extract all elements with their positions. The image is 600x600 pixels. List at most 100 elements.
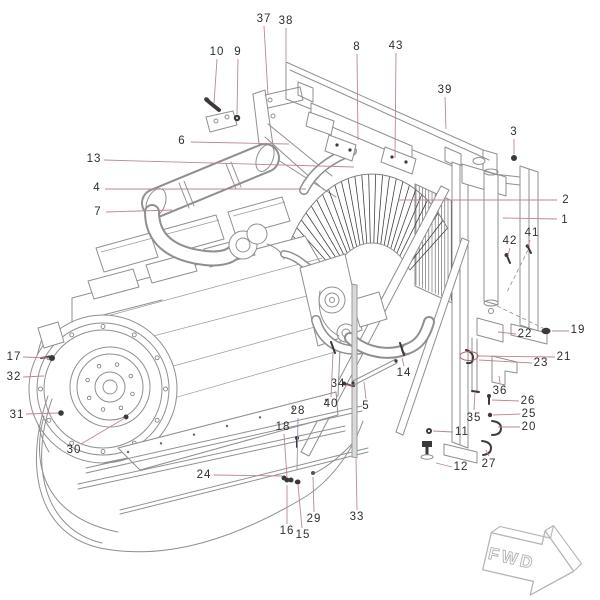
flywheel-housing	[28, 299, 183, 464]
callout-20-label: 20	[522, 421, 537, 433]
fwd-arrow-3d-edge	[490, 524, 583, 572]
control-cables	[36, 395, 364, 553]
pan-bolts	[126, 398, 328, 454]
callout-35-label: 35	[467, 412, 482, 424]
callout-26-label: 26	[521, 395, 536, 407]
callout-19-label: 19	[571, 324, 586, 336]
callout-3-label: 3	[510, 126, 517, 138]
callout-17-label: 17	[7, 351, 22, 363]
bolt-17-icon	[49, 355, 55, 361]
callout-43-leader	[394, 52, 397, 159]
callout-21-label: 21	[557, 351, 572, 363]
callout-43-label: 43	[389, 40, 404, 52]
callout-26-leader	[491, 399, 520, 402]
callout-5-leader	[363, 381, 367, 400]
callout-11-leader	[432, 430, 454, 433]
callout-41-leader	[527, 239, 531, 247]
radiator-frame	[443, 157, 548, 464]
callout-27-leader	[485, 449, 490, 457]
nut-3-icon	[511, 155, 517, 161]
callout-18-leader	[283, 433, 288, 478]
callout-1-label: 1	[561, 214, 568, 226]
bolt-10-icon	[207, 100, 221, 112]
callout-9-leader	[236, 58, 239, 115]
foot-bracket-36	[491, 355, 518, 386]
clamp-20-icon	[491, 420, 503, 436]
callout-30-leader	[80, 417, 126, 445]
callout-13-label: 13	[87, 153, 102, 165]
bolt-12-icon	[422, 441, 432, 447]
callout-42-label: 42	[503, 235, 518, 247]
tie-rod-33	[351, 283, 358, 459]
callout-8-label: 8	[353, 41, 360, 53]
callout-10-leader	[213, 58, 218, 104]
callout-37-label: 37	[257, 13, 272, 25]
charge-air-tube	[141, 143, 280, 218]
callout-24-label: 24	[197, 469, 212, 481]
top-frame-panel	[285, 61, 498, 185]
callout-2-label: 2	[562, 194, 569, 206]
callout-13-leader	[103, 159, 355, 168]
nut-19-icon	[541, 327, 551, 335]
callout-33-leader	[355, 458, 358, 511]
callout-29-leader	[312, 476, 315, 513]
callout-21-leader	[477, 355, 556, 358]
callout-16-label: 16	[280, 525, 295, 537]
fwd-direction-badge: FWD	[482, 524, 583, 596]
callout-29-label: 29	[307, 513, 322, 525]
nut-25-icon	[487, 412, 493, 418]
callout-5-label: 5	[362, 400, 369, 412]
callout-6-label: 6	[178, 135, 185, 147]
callout-30-label: 30	[67, 444, 82, 456]
callout-31-leader	[25, 412, 59, 415]
callout-22-label: 22	[518, 328, 533, 340]
rod-5	[351, 358, 398, 386]
callout-9-label: 9	[234, 46, 241, 58]
callout-42-leader	[507, 247, 511, 256]
intake-elbow-hose	[144, 204, 245, 267]
fitting-15-icon	[294, 479, 300, 485]
callout-1-leader	[502, 217, 558, 220]
callout-17-leader	[22, 356, 50, 359]
callout-11-label: 11	[455, 426, 469, 438]
bolt-42-icon	[506, 255, 511, 264]
callout-34-label: 34	[331, 378, 346, 390]
callout-37-leader	[263, 25, 269, 96]
callout-8-leader	[356, 53, 359, 141]
callout-25-label: 25	[522, 408, 537, 420]
callout-40-leader	[330, 352, 334, 398]
callout-22-leader	[497, 331, 517, 335]
callout-33-label: 33	[350, 511, 365, 523]
callout-18-label: 18	[276, 421, 291, 433]
screw-41-icon	[527, 246, 532, 254]
fwd-arrow-icon	[482, 530, 575, 596]
callout-38-label: 38	[279, 15, 294, 27]
surge-tank	[483, 170, 499, 306]
callout-24-leader	[213, 474, 283, 477]
callout-12-label: 12	[454, 461, 469, 473]
callout-27-label: 27	[482, 458, 497, 470]
callout-32-label: 32	[7, 371, 22, 383]
fitting-29-icon	[311, 471, 315, 475]
callout-35-leader	[473, 391, 476, 411]
callout-31-label: 31	[10, 409, 25, 421]
flywheel-bolts	[38, 324, 168, 454]
callout-23-label: 23	[534, 357, 549, 369]
callout-25-leader	[492, 413, 521, 416]
callout-15-leader	[297, 484, 303, 529]
callout-28-label: 28	[291, 405, 306, 417]
callout-7-label: 7	[94, 206, 101, 218]
fitting-18-icon	[284, 477, 290, 483]
callout-32-leader	[22, 375, 45, 378]
callout-10-label: 10	[210, 46, 225, 58]
callout-15-label: 15	[296, 529, 311, 541]
callout-14-leader	[401, 357, 405, 367]
callout-28-leader	[296, 417, 299, 471]
callout-12-leader	[435, 462, 453, 468]
callout-40-label: 40	[324, 398, 339, 410]
callout-6-leader	[190, 141, 290, 145]
callout-14-label: 14	[397, 367, 412, 379]
